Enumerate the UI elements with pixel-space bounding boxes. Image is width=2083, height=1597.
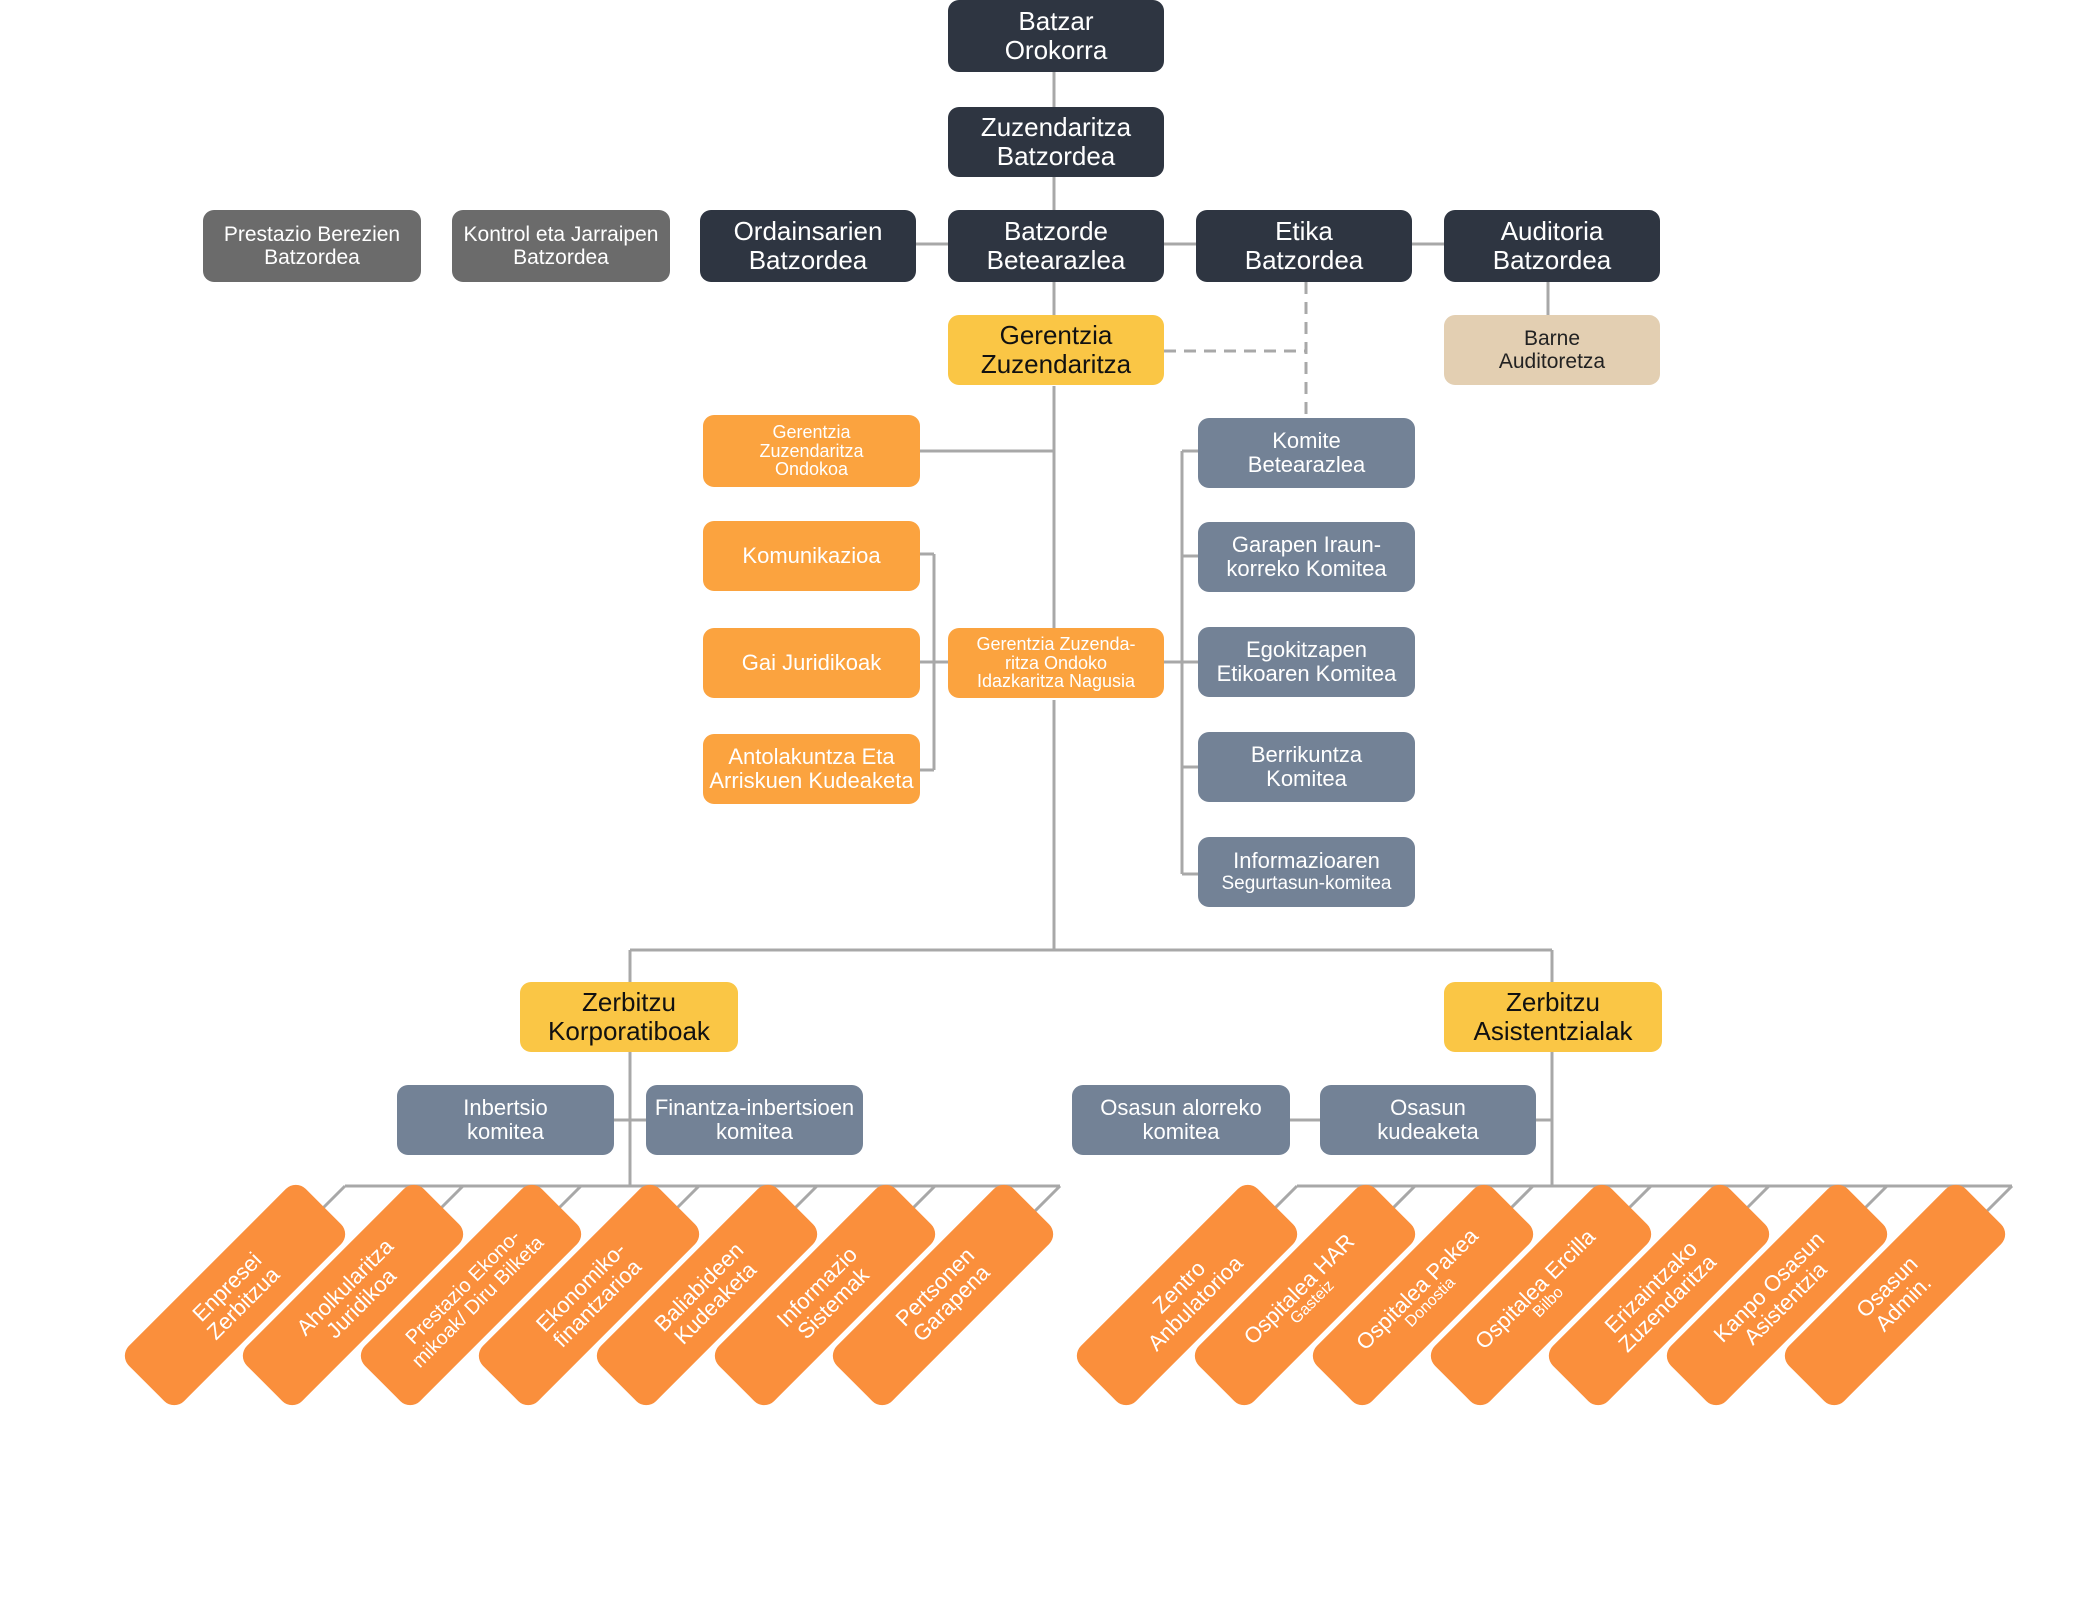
ordainsarien-batzordea-box: Ordainsarien Batzordea — [700, 210, 916, 282]
egokitzapen-etikoaren-box: Egokitzapen Etikoaren Komitea — [1198, 627, 1415, 697]
kontrol-jarraipen-box: Kontrol eta Jarraipen Batzordea — [452, 210, 670, 282]
auditoria-batzordea-box: Auditoria Batzordea — [1444, 210, 1660, 282]
osasun-kudeaketa-box: Osasun kudeaketa — [1320, 1085, 1536, 1155]
zuzendaritza-batzordea-box: Zuzendaritza Batzordea — [948, 107, 1164, 177]
etika-batzordea-box: Etika Batzordea — [1196, 210, 1412, 282]
gerentzia-ondokoa-box: Gerentzia Zuzendaritza Ondokoa — [703, 415, 920, 487]
antolakuntza-box: Antolakuntza Eta Arriskuen Kudeaketa — [703, 734, 920, 804]
batzorde-betearazlea-box: Batzorde Betearazlea — [948, 210, 1164, 282]
zerbitzu-korporatiboak-box: Zerbitzu Korporatiboak — [520, 982, 738, 1052]
segurtasun-komitea-label: Segurtasun-komitea — [1221, 872, 1392, 894]
osasun-alorreko-box: Osasun alorreko komitea — [1072, 1085, 1290, 1155]
garapen-iraunkorreko-box: Garapen Iraun- korreko Komitea — [1198, 522, 1415, 592]
batzar-orokorra-box: Batzar Orokorra — [948, 0, 1164, 72]
komunikazioa-box: Komunikazioa — [703, 521, 920, 591]
gerentzia-zuzendaritza-box: Gerentzia Zuzendaritza — [948, 315, 1164, 385]
finantza-inbertsioen-box: Finantza-inbertsioen komitea — [646, 1085, 863, 1155]
zerbitzu-asistentzialak-box: Zerbitzu Asistentzialak — [1444, 982, 1662, 1052]
informazioaren-label: Informazioaren — [1233, 848, 1380, 874]
inbertsio-komitea-box: Inbertsio komitea — [397, 1085, 614, 1155]
komite-betearazlea-box: Komite Betearazlea — [1198, 418, 1415, 488]
idazkaritza-nagusia-box: Gerentzia Zuzenda- ritza Ondoko Idazkari… — [948, 628, 1164, 698]
prestazio-berezien-box: Prestazio Berezien Batzordea — [203, 210, 421, 282]
berrikuntza-komitea-box: Berrikuntza Komitea — [1198, 732, 1415, 802]
barne-auditoretza-box: Barne Auditoretza — [1444, 315, 1660, 385]
gai-juridikoak-box: Gai Juridikoak — [703, 628, 920, 698]
informazioaren-box: Informazioaren Segurtasun-komitea — [1198, 837, 1415, 907]
